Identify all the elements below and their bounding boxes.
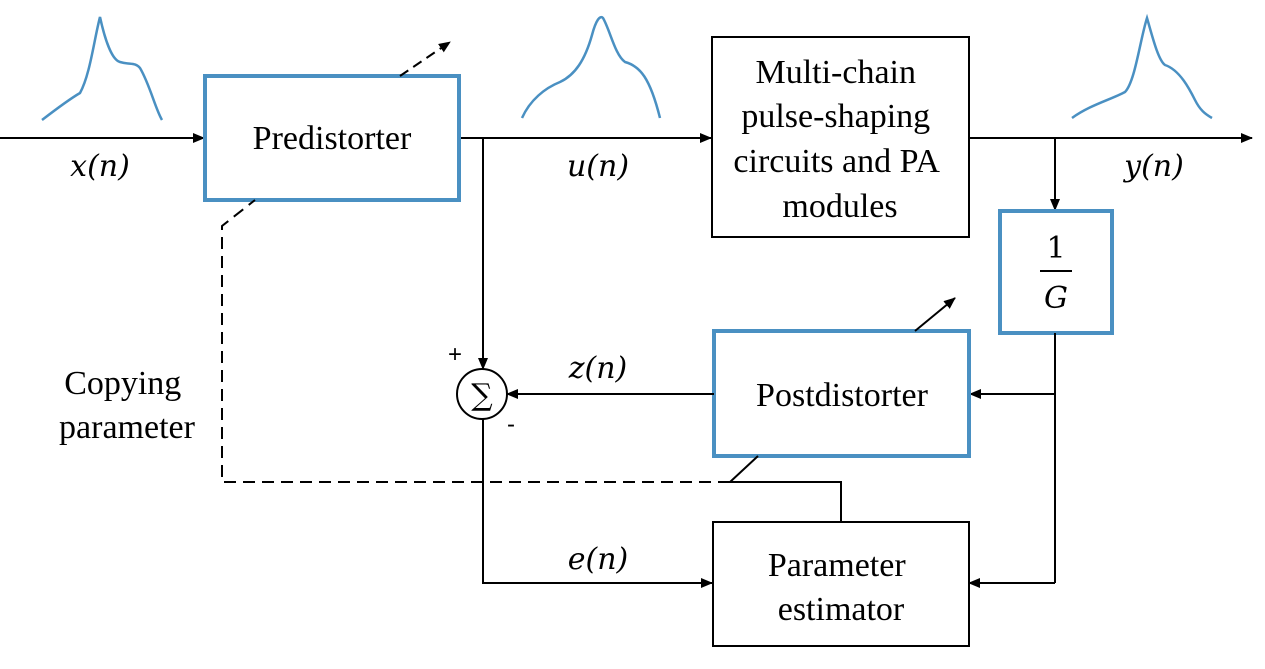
- u-waveform: [520, 16, 662, 119]
- predistorter-adapt-arrow: [399, 41, 451, 77]
- summing-junction: ∑: [456, 368, 508, 420]
- estimator-line-1: Parameter: [768, 547, 906, 584]
- e-line: [482, 419, 713, 588]
- postdistorter-adapt-arrow: [914, 297, 956, 332]
- postdistorter-label: Postdistorter: [756, 377, 929, 414]
- u-signal-label: u(n): [567, 149, 629, 184]
- pa-modules-block: Multi-chain pulse-shaping circuits and P…: [711, 36, 970, 238]
- summer-symbol: ∑: [471, 378, 493, 413]
- postdistorter-block: Postdistorter: [712, 329, 971, 458]
- e-signal-label: e(n): [568, 542, 628, 577]
- parameter-estimator-label: Parameter estimator: [768, 547, 914, 628]
- gain-denominator: G: [1044, 281, 1068, 316]
- z-signal-label: z(n): [568, 351, 628, 386]
- pa-modules-line-3: circuits and PA: [733, 143, 940, 180]
- y-waveform: [1071, 13, 1213, 120]
- parameter-estimator-block: Parameter estimator: [712, 521, 970, 647]
- predistorter-block: Predistorter: [203, 74, 461, 202]
- gain-inverse-block: 1 G: [998, 209, 1114, 335]
- copying-parameter-line: [221, 199, 730, 483]
- pa-modules-line-4: modules: [782, 188, 897, 225]
- x-signal-label: x(n): [70, 149, 130, 184]
- input-waveform: [41, 16, 164, 121]
- pa-modules-label: Multi-chain pulse-shaping circuits and P…: [733, 54, 946, 225]
- predistorter-label: Predistorter: [253, 120, 412, 157]
- copying-label-line-1: Copying: [64, 365, 181, 402]
- pa-modules-line-2: pulse-shaping: [741, 98, 930, 135]
- pa-modules-line-1: Multi-chain: [755, 54, 916, 91]
- estimator-to-postdistorter-line: [727, 455, 842, 522]
- estimator-line-2: estimator: [778, 591, 905, 628]
- minus-sign: -: [507, 411, 515, 438]
- gain-numerator: 1: [1046, 231, 1065, 266]
- copying-parameter-label: Copying parameter: [59, 365, 196, 446]
- plus-sign: +: [448, 341, 462, 368]
- copying-label-line-2: parameter: [59, 409, 196, 446]
- y-signal-label: y(n): [1122, 149, 1184, 184]
